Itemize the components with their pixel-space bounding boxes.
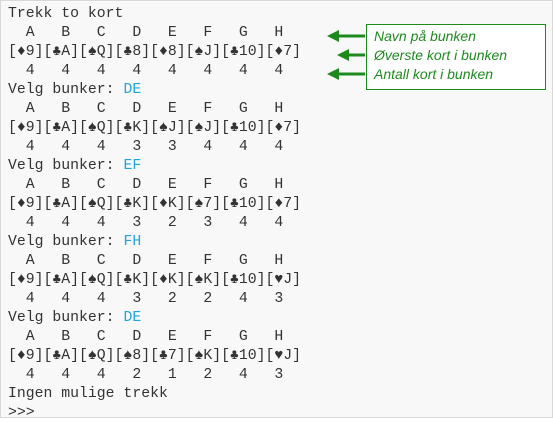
console-line-text: A B C D E F G H bbox=[8, 25, 284, 41]
annotation-top-card: Øverste kort i bunken bbox=[374, 47, 508, 63]
console-line-text: Velg bunker: bbox=[8, 310, 124, 326]
console-line: Velg bunker: FH bbox=[8, 233, 301, 252]
console-line-text: >>> bbox=[8, 405, 35, 421]
console-line-text: [♦9][♣A][♠Q][♣K][♦K][♠7][♣10][♦7] bbox=[8, 196, 302, 212]
arrow-left-icon bbox=[337, 49, 365, 61]
console-line: Ingen mulige trekk bbox=[8, 385, 301, 404]
arrow-left-icon bbox=[327, 30, 365, 42]
console-line: A B C D E F G H bbox=[8, 328, 301, 347]
console-line: A B C D E F G H bbox=[8, 176, 301, 195]
console-line-text: Velg bunker: bbox=[8, 82, 124, 98]
console-line: A B C D E F G H bbox=[8, 24, 301, 43]
console-line-text: [♦9][♣A][♠Q][♣K][♠J][♠J][♣10][♦7] bbox=[8, 120, 302, 136]
console-line: Velg bunker: DE bbox=[8, 309, 301, 328]
console-line-text: 4 4 4 2 1 2 4 3 bbox=[8, 367, 284, 383]
console-line: 4 4 4 3 2 2 4 3 bbox=[8, 290, 301, 309]
console-line-text: Velg bunker: bbox=[8, 158, 124, 174]
console-line: 4 4 4 3 2 3 4 4 bbox=[8, 214, 301, 233]
console-line-text: A B C D E F G H bbox=[8, 253, 284, 269]
console-line-text: Velg bunker: bbox=[8, 234, 124, 250]
console-line: [♦9][♣A][♠Q][♣K][♠J][♠J][♣10][♦7] bbox=[8, 119, 301, 138]
console-line: A B C D E F G H bbox=[8, 252, 301, 271]
console-line-text: [♦9][♣A][♠Q][♠8][♣7][♠K][♣10][♥J] bbox=[8, 348, 302, 364]
console-line: Velg bunker: EF bbox=[8, 157, 301, 176]
console-line-text: 4 4 4 3 2 2 4 3 bbox=[8, 291, 284, 307]
console-line-text: A B C D E F G H bbox=[8, 177, 284, 193]
console-line: [♦9][♣A][♠Q][♠8][♣7][♠K][♣10][♥J] bbox=[8, 347, 301, 366]
console-line-text: [♦9][♣A][♠Q][♣K][♦K][♠K][♣10][♥J] bbox=[8, 272, 302, 288]
console-line: [♦9][♣A][♠Q][♣K][♦K][♠7][♣10][♦7] bbox=[8, 195, 301, 214]
console-line: [♦9][♣A][♠Q][♣8][♦8][♠J][♣10][♦7] bbox=[8, 43, 301, 62]
annotation-card-count: Antall kort i bunken bbox=[374, 66, 494, 82]
console-line: [♦9][♣A][♠Q][♣K][♦K][♠K][♣10][♥J] bbox=[8, 271, 301, 290]
console-line: Velg bunker: DE bbox=[8, 81, 301, 100]
console-line-text: A B C D E F G H bbox=[8, 101, 284, 117]
annotation-pile-names: Navn på bunken bbox=[374, 28, 476, 44]
console-output[interactable]: Trekk to kort A B C D E F G H [♦9][♣A][♠Q… bbox=[8, 5, 301, 423]
console-line-text: Ingen mulige trekk bbox=[8, 386, 168, 402]
console-line: >>> bbox=[8, 404, 301, 423]
console-line-text: A B C D E F G H bbox=[8, 329, 284, 345]
console-line-text: [♦9][♣A][♠Q][♣8][♦8][♠J][♣10][♦7] bbox=[8, 44, 302, 60]
console-line: Trekk to kort bbox=[8, 5, 301, 24]
console-line: 4 4 4 2 1 2 4 3 bbox=[8, 366, 301, 385]
console-line-text: 4 4 4 4 4 4 4 4 bbox=[8, 63, 284, 79]
console-user-input: DE bbox=[123, 310, 142, 326]
console-line-text: Trekk to kort bbox=[8, 6, 124, 22]
console-user-input: FH bbox=[123, 234, 142, 250]
annotation-box bbox=[366, 24, 546, 90]
arrow-left-icon bbox=[327, 68, 365, 80]
console-line-text: 4 4 4 3 2 3 4 4 bbox=[8, 215, 284, 231]
console-user-input: DE bbox=[123, 82, 142, 98]
console-user-input: EF bbox=[123, 158, 142, 174]
console-line: A B C D E F G H bbox=[8, 100, 301, 119]
console-line-text: 4 4 4 3 3 4 4 4 bbox=[8, 139, 284, 155]
console-line: 4 4 4 4 4 4 4 4 bbox=[8, 62, 301, 81]
console-line: 4 4 4 3 3 4 4 4 bbox=[8, 138, 301, 157]
